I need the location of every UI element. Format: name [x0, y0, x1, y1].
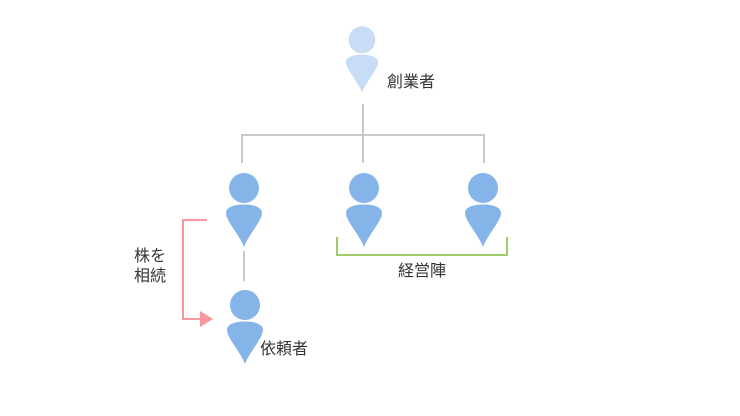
- founder-label: 創業者: [387, 74, 436, 91]
- manager-right-person-icon: [465, 173, 501, 247]
- inherit-arrow-vertical-segment: [182, 219, 184, 320]
- inherit-arrow-bottom-segment: [182, 318, 201, 320]
- inherit-note-line1: 株を: [133, 248, 166, 265]
- inherit-note-line2: 相続: [133, 268, 166, 285]
- inherit-arrowhead-icon: [200, 311, 213, 327]
- inherit-note: 株を 相続: [119, 247, 181, 287]
- founder-connector-line: [362, 104, 364, 134]
- management-bracket: [336, 237, 508, 256]
- heir-client-connector-line: [243, 251, 245, 281]
- client-label: 依頼者: [260, 341, 309, 358]
- manager-left-person-icon: [346, 173, 382, 247]
- tree-drop-middle-line: [362, 134, 364, 163]
- founder-person-icon: [345, 26, 379, 93]
- inherit-arrow-top-segment: [182, 219, 207, 221]
- tree-drop-left-line: [241, 134, 243, 163]
- client-person-icon: [227, 290, 263, 364]
- management-label: 経営陣: [397, 263, 446, 280]
- tree-drop-right-line: [483, 134, 485, 163]
- heir-person-icon: [226, 173, 262, 247]
